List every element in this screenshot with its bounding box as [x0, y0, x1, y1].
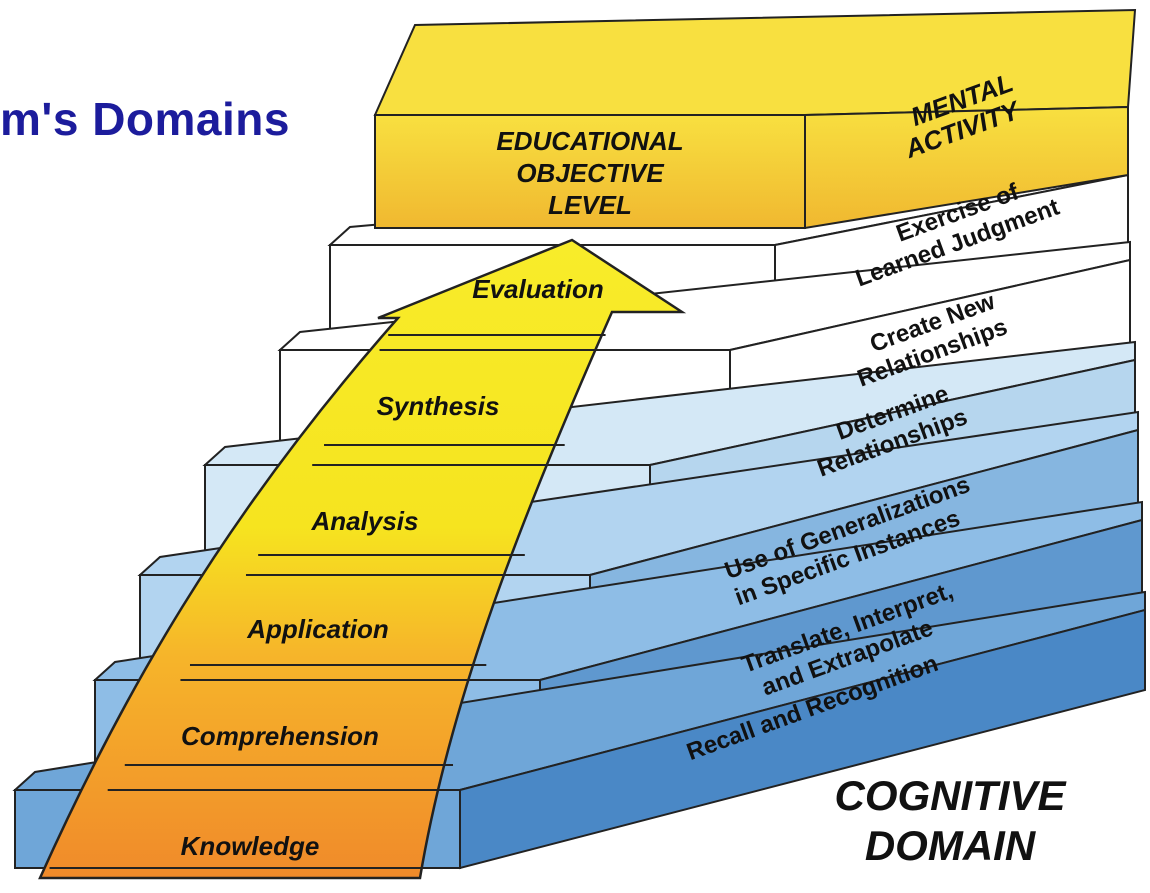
level-name-label: Synthesis: [377, 391, 500, 421]
page-title: m's Domains: [0, 93, 290, 145]
level-name-label: Application: [246, 614, 389, 644]
level-name-label: Knowledge: [181, 831, 320, 861]
header-front-face: [374, 114, 806, 229]
level-name-label: Comprehension: [181, 721, 379, 751]
domain-label: DOMAIN: [865, 822, 1037, 869]
domain-label: COGNITIVE: [834, 772, 1067, 819]
header-objective-label: OBJECTIVE: [516, 158, 664, 188]
level-name-label: Analysis: [311, 506, 419, 536]
level-name-label: Evaluation: [472, 274, 603, 304]
header-objective-label: EDUCATIONAL: [496, 126, 683, 156]
header-objective-label: LEVEL: [548, 190, 632, 220]
progression-arrow: [38, 238, 687, 880]
header-top-face: [373, 8, 1137, 116]
